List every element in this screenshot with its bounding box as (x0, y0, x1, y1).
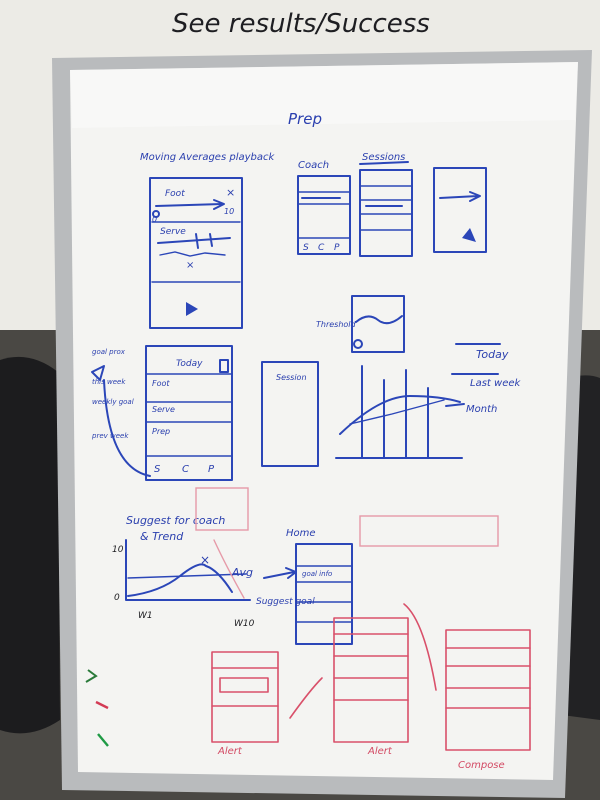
today-tab-p: P (208, 464, 215, 475)
coach-tab-p: P (334, 243, 340, 253)
today-row-serve: Serve (152, 405, 175, 414)
red-compose-label: Compose (458, 760, 505, 771)
home-row-goal-info: goal info (302, 570, 332, 578)
legend-last-week: Last week (470, 378, 521, 389)
third-phone-triangle (462, 228, 476, 242)
playback-label: Moving Averages playback (140, 152, 275, 163)
sketch-trend-line-2 (349, 399, 445, 425)
close-x-mark: × (226, 186, 235, 199)
today-row-prep: Prep (152, 427, 170, 436)
threshold-curve (355, 315, 403, 325)
suggest-goal-label: Suggest goal (256, 597, 315, 607)
red-connector-1 (289, 677, 323, 719)
playback-phone-sketch (149, 177, 243, 329)
third-phone-arrow (439, 191, 481, 202)
goal-label-3: weekly goal (92, 398, 134, 406)
playback-dotted-line (159, 251, 226, 257)
home-arrow (263, 567, 297, 579)
sessions-underline (359, 161, 409, 165)
goal-label-2: this week (92, 378, 126, 386)
home-title: Home (286, 528, 316, 539)
third-phone-sketch (433, 167, 487, 253)
board-glare (70, 62, 578, 128)
green-marker-scribble-2 (97, 733, 109, 747)
coach-tab-s: S (303, 243, 309, 253)
trend-avg-label: Avg (231, 566, 253, 579)
playback-row-foot: Foot (165, 189, 185, 199)
wall-heading: See results/Success (172, 9, 430, 39)
red-compose-phone (445, 629, 531, 751)
playback-x-mark: × (186, 260, 194, 271)
phone-icon (219, 359, 229, 373)
playback-arrow-1 (155, 199, 225, 210)
threshold-label: Threshold (316, 320, 357, 329)
sessions-phone-sketch (359, 169, 413, 257)
trend-y-top: 10 (112, 545, 124, 555)
coach-tab-c: C (318, 243, 325, 253)
left-chair (0, 356, 60, 734)
board-title: Prep (288, 110, 322, 128)
red-alert-right-label: Alert (367, 746, 393, 757)
playback-scale-min: 0 (152, 215, 157, 224)
goal-bracket-curve (103, 379, 151, 477)
trend-avg-line (127, 573, 247, 579)
trend-subtitle: & Trend (140, 530, 184, 543)
legend-today: Today (476, 348, 509, 361)
trend-title: Suggest for coach (126, 514, 225, 527)
session-phone-sketch (261, 361, 319, 467)
sketch-trend-line (339, 395, 461, 435)
red-alert-phone-left (211, 651, 279, 743)
trend-axes (125, 539, 251, 601)
red-alert-left-label: Alert (217, 746, 243, 757)
trend-x-end: W10 (234, 619, 255, 629)
playback-arrow-2 (157, 233, 231, 249)
playback-dot (152, 210, 160, 218)
red-marker-scribble (95, 700, 109, 710)
play-icon (186, 302, 198, 316)
coach-phone-sketch (297, 175, 351, 255)
threshold-box (351, 295, 405, 353)
green-marker-scribble (85, 669, 98, 683)
today-phone-sketch (145, 345, 233, 481)
threshold-dot (353, 339, 363, 349)
legend-line-month (445, 403, 465, 407)
session-label: Session (276, 373, 307, 382)
today-tab-s: S (154, 464, 161, 475)
today-label: Today (176, 359, 203, 369)
red-left-field (219, 677, 269, 693)
goal-label-4: prev week (91, 432, 129, 440)
coach-label: Coach (298, 160, 329, 171)
legend-month: Month (466, 404, 497, 415)
trend-x-mark: × (200, 553, 210, 567)
goal-pointer-triangle (91, 365, 105, 381)
trend-x-start: W1 (138, 611, 153, 621)
home-phone-sketch (295, 543, 353, 645)
sessions-label: Sessions (362, 152, 405, 163)
today-tab-c: C (182, 464, 189, 475)
faint-red-curve (213, 539, 245, 599)
playback-scale-max: 10 (224, 207, 234, 216)
trend-y-bottom: 0 (114, 593, 120, 603)
faint-red-box-2 (359, 515, 499, 547)
red-connector-2 (403, 603, 437, 691)
playback-row-serve: Serve (160, 227, 186, 237)
goal-label-1: goal prox (92, 348, 126, 356)
today-row-foot: Foot (152, 379, 170, 388)
red-alert-phone-middle (333, 617, 409, 743)
faint-red-box-1 (195, 487, 249, 531)
